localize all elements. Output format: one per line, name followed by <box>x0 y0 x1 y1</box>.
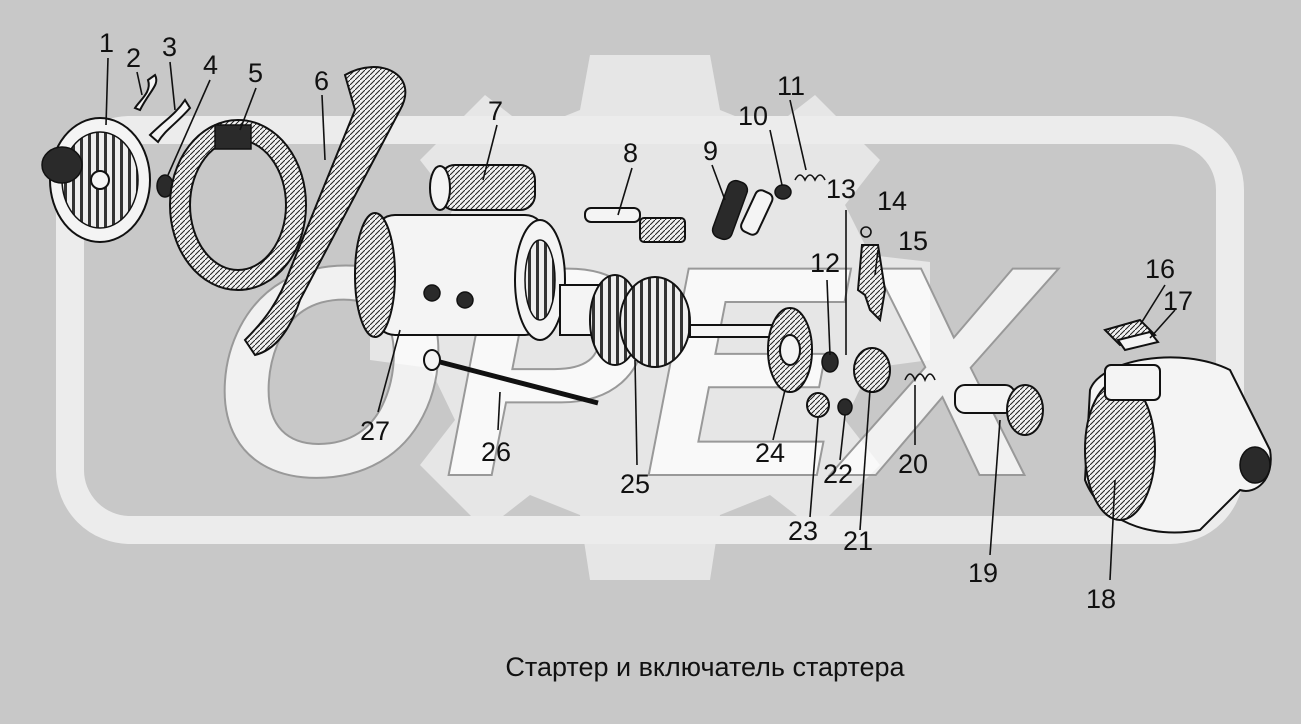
part-brush-spring-b <box>148 98 192 144</box>
part-through-bolt <box>423 349 599 406</box>
part-label-21: 21 <box>843 526 873 556</box>
diagram-caption: Стартер и включатель стартера <box>505 652 905 682</box>
part-label-8: 8 <box>623 138 638 168</box>
part-terminal-bolt <box>584 207 686 243</box>
part-label-19: 19 <box>968 558 998 588</box>
part-spring-11 <box>794 174 826 182</box>
part-stator-housing <box>354 212 566 341</box>
part-label-13: 13 <box>826 174 856 204</box>
part-label-20: 20 <box>898 449 928 479</box>
part-lever-fork <box>856 244 887 323</box>
part-washer-10 <box>774 184 792 200</box>
part-gasket-17 <box>1116 330 1160 352</box>
part-label-23: 23 <box>788 516 818 546</box>
part-label-27: 27 <box>360 416 390 446</box>
part-label-16: 16 <box>1145 254 1175 284</box>
part-brush-spring-a <box>133 73 158 112</box>
part-label-26: 26 <box>481 437 511 467</box>
part-label-18: 18 <box>1086 584 1116 614</box>
part-label-25: 25 <box>620 469 650 499</box>
part-label-7: 7 <box>488 96 503 126</box>
part-label-24: 24 <box>755 438 785 468</box>
part-label-6: 6 <box>314 66 329 96</box>
part-label-1: 1 <box>99 28 114 58</box>
part-drive-gear <box>767 307 813 393</box>
part-label-17: 17 <box>1163 286 1193 316</box>
part-label-3: 3 <box>162 32 177 62</box>
part-nut-23 <box>806 392 830 418</box>
part-label-9: 9 <box>703 136 718 166</box>
part-washer-22 <box>837 398 853 416</box>
part-label-12: 12 <box>810 248 840 278</box>
part-label-22: 22 <box>823 459 853 489</box>
part-labels: 1 2 3 4 5 6 7 8 9 10 11 12 13 14 15 16 1… <box>99 28 1193 614</box>
part-label-4: 4 <box>203 50 218 80</box>
part-drive-end-housing <box>1083 356 1272 534</box>
part-armature <box>559 274 786 368</box>
part-solenoid <box>429 164 536 211</box>
part-gasket-strip <box>243 66 407 357</box>
part-spring-20 <box>904 373 936 383</box>
part-label-5: 5 <box>248 58 263 88</box>
part-pinion-21 <box>853 347 891 393</box>
part-protective-band <box>169 119 307 291</box>
leader-lines <box>105 57 1176 581</box>
part-cover-16 <box>1103 318 1157 347</box>
part-drive-pinion <box>954 384 1044 436</box>
part-label-11: 11 <box>777 71 805 101</box>
part-contact-bolts <box>711 179 774 241</box>
part-label-14: 14 <box>877 186 907 216</box>
part-label-10: 10 <box>738 101 768 131</box>
part-label-15: 15 <box>898 226 928 256</box>
part-rear-cover <box>41 117 151 243</box>
part-clip-14 <box>860 226 872 238</box>
part-label-2: 2 <box>126 43 141 73</box>
